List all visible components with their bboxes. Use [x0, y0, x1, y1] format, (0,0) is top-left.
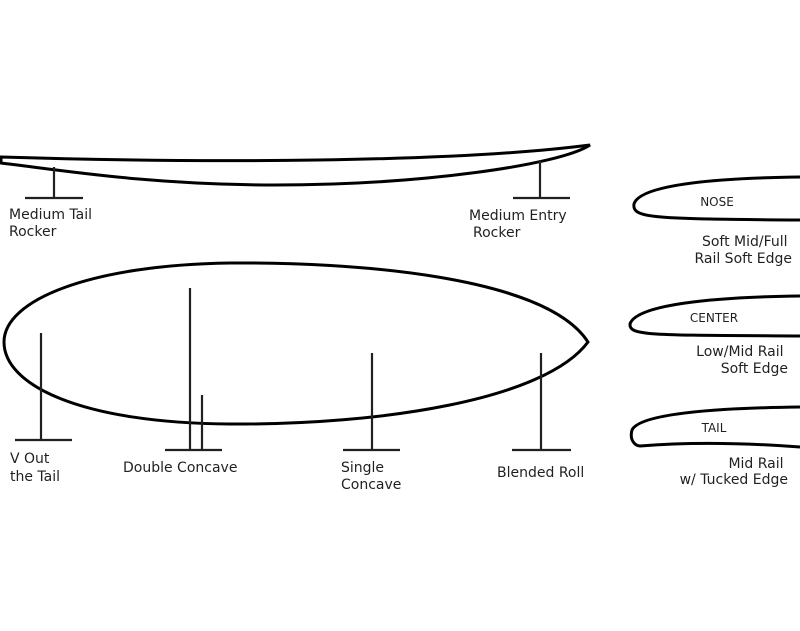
center-rail-desc: Low/Mid Rail Soft Edge	[696, 344, 788, 377]
single-concave-marker	[343, 353, 400, 452]
board-outline	[2, 261, 590, 426]
blended-roll-label: Blended Roll	[497, 465, 584, 481]
tail-rocker-label: Medium Tail Rocker	[9, 207, 96, 240]
double-concave-label: Double Concave	[123, 460, 237, 476]
rail-nose: NOSE Soft Mid/Full Rail Soft Edge	[632, 175, 800, 267]
single-concave-label: Single Concave	[341, 460, 401, 493]
rail-center: CENTER Low/Mid Rail Soft Edge	[628, 294, 800, 377]
nose-rail-desc: Soft Mid/Full Rail Soft Edge	[694, 234, 792, 267]
v-out-marker	[15, 333, 72, 442]
center-title: CENTER	[690, 311, 738, 325]
tail-rocker-marker	[25, 167, 83, 200]
tail-rail-desc: Mid Rail w/ Tucked Edge	[680, 456, 788, 488]
entry-rocker-label: Medium Entry Rocker	[469, 208, 571, 241]
rocker-outline	[0, 143, 591, 187]
rocker-profile: Medium Tail Rocker Medium Entry Rocker	[0, 143, 591, 241]
entry-rocker-marker	[513, 160, 570, 200]
nose-title: NOSE	[700, 195, 734, 209]
nose-rail-shape	[632, 175, 800, 222]
bottom-contours: V Out the Tail Double Concave Single Con…	[2, 261, 590, 493]
rail-tail: TAIL Mid Rail w/ Tucked Edge	[629, 405, 800, 488]
center-rail-shape	[628, 294, 800, 338]
tail-title: TAIL	[701, 421, 727, 435]
blended-roll-marker	[512, 353, 571, 452]
double-concave-marker	[165, 288, 222, 452]
tail-rail-shape	[629, 405, 800, 449]
v-out-label: V Out the Tail	[10, 451, 60, 485]
